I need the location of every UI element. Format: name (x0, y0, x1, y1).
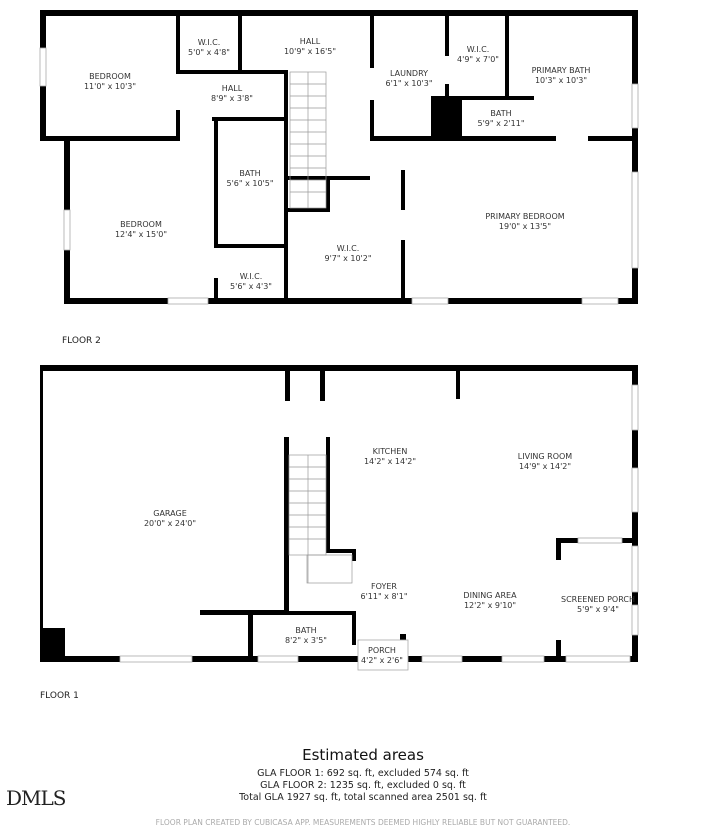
floor-1-label: FLOOR 1 (40, 691, 79, 701)
footer-disclaimer: FLOOR PLAN CREATED BY CUBICASA APP. MEAS… (155, 818, 571, 827)
areas-line-total: Total GLA 1927 sq. ft, total scanned are… (239, 792, 487, 803)
areas-title: Estimated areas (302, 746, 424, 764)
floor-1-walls (40, 365, 638, 662)
room-wic-4: W.I.C.4'9" x 7'0" (457, 45, 499, 64)
room-wic-2: W.I.C.5'6" x 4'3" (230, 272, 272, 291)
floor-1-windows (119, 384, 639, 671)
floor-2-stairs (289, 71, 327, 209)
dmls-logo: DMLS (6, 786, 66, 810)
floor-1-stairs (288, 454, 353, 584)
areas-line-floor2: GLA FLOOR 2: 1235 sq. ft, excluded 0 sq.… (260, 780, 466, 791)
areas-line-floor1: GLA FLOOR 1: 692 sq. ft, excluded 574 sq… (257, 768, 469, 779)
floor-2-label: FLOOR 2 (62, 336, 101, 346)
floor-2-windows (39, 47, 639, 305)
room-wic-1: W.I.C.5'0" x 4'8" (188, 38, 230, 57)
room-wic-3: W.I.C.9'7" x 10'2" (324, 244, 372, 263)
